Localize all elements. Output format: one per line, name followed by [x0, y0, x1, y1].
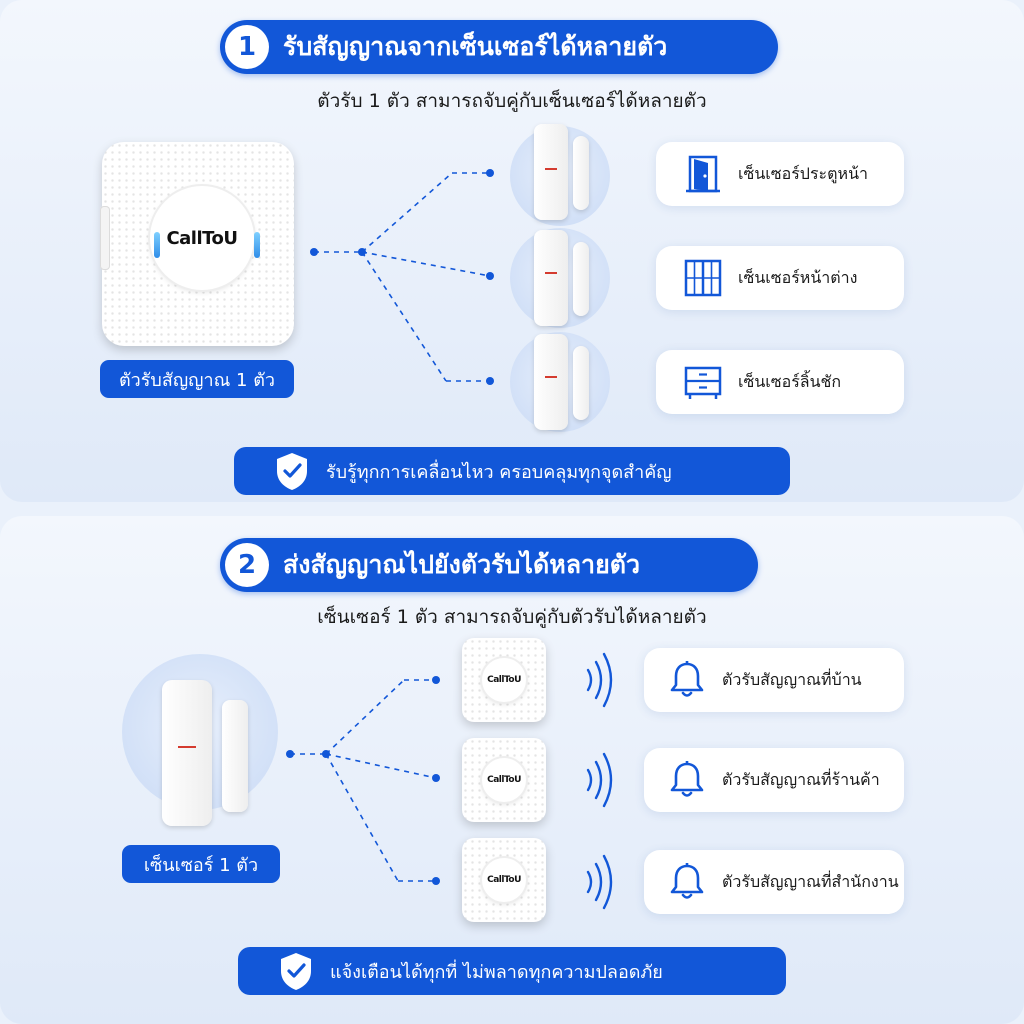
sensor-magnet-1c	[573, 346, 589, 420]
card-label: ตัวรับสัญญาณที่ร้านค้า	[722, 769, 880, 789]
receiver-home-device: CallToU	[462, 638, 546, 722]
drawer-icon	[684, 366, 722, 399]
shield-check-icon	[281, 953, 311, 990]
connector-lines-2	[286, 652, 613, 910]
sensor-device-1a	[534, 124, 568, 220]
card-label: ตัวรับสัญญาณที่สำนักงาน	[722, 871, 899, 891]
bell-icon	[670, 761, 704, 797]
section-1-subtitle: ตัวรับ 1 ตัว สามารถจับคู่กับเซ็นเซอร์ได้…	[317, 90, 707, 112]
sensor-magnet-1b	[573, 242, 589, 316]
section-1-banner: รับรู้ทุกการเคลื่อนไหว ครอบคลุมทุกจุดสำค…	[234, 447, 790, 495]
door-icon	[686, 155, 720, 193]
window-icon	[684, 259, 722, 297]
card-front-door-sensor: เซ็นเซอร์ประตูหน้า	[656, 142, 904, 206]
sensor-led	[178, 746, 196, 748]
receiver-disc: CallToU	[150, 186, 254, 290]
card-office-receiver: ตัวรับสัญญาณที่สำนักงาน	[644, 850, 904, 914]
section-1-title-text: รับสัญญาณจากเซ็นเซอร์ได้หลายตัว	[283, 32, 668, 61]
signal-wave-icon	[586, 652, 613, 910]
card-drawer-sensor: เซ็นเซอร์ลิ้นชัก	[656, 350, 904, 414]
sensor-led-1c	[545, 376, 557, 378]
card-label: ตัวรับสัญญาณที่บ้าน	[722, 669, 862, 689]
receiver-brand: CallToU	[487, 775, 521, 785]
receiver-disc: CallToU	[482, 858, 526, 902]
sensor-magnet	[222, 700, 248, 812]
sensor-device	[162, 680, 212, 826]
receiver-disc: CallToU	[482, 758, 526, 802]
section-2-banner-text: แจ้งเตือนได้ทุกที่ ไม่พลาดทุกความปลอดภัย	[330, 961, 663, 983]
sensor-led-1b	[545, 272, 557, 274]
receiver-side-buttons	[100, 206, 110, 270]
receiver-label: ตัวรับสัญญาณ 1 ตัว	[100, 360, 294, 398]
card-shop-receiver: ตัวรับสัญญาณที่ร้านค้า	[644, 748, 904, 812]
receiver-brand: CallToU	[487, 675, 521, 685]
section-1-banner-text: รับรู้ทุกการเคลื่อนไหว ครอบคลุมทุกจุดสำค…	[326, 461, 672, 483]
sensor-device-1b	[534, 230, 568, 326]
receiver-brand: CallToU	[166, 227, 238, 249]
receiver-brand: CallToU	[487, 875, 521, 885]
receiver-shop-device: CallToU	[462, 738, 546, 822]
card-home-receiver: ตัวรับสัญญาณที่บ้าน	[644, 648, 904, 712]
receiver-office-device: CallToU	[462, 838, 546, 922]
section-2-subtitle: เซ็นเซอร์ 1 ตัว สามารถจับคู่กับตัวรับได้…	[317, 606, 707, 628]
section-1-number: 1	[225, 25, 269, 69]
sensor-led-1a	[545, 168, 557, 170]
sensor-device-1c	[534, 334, 568, 430]
connector-lines-1	[310, 169, 494, 385]
section-2-number: 2	[225, 543, 269, 587]
section-2-banner: แจ้งเตือนได้ทุกที่ ไม่พลาดทุกความปลอดภัย	[238, 947, 786, 995]
section-2-title: 2 ส่งสัญญาณไปยังตัวรับได้หลายตัว	[220, 538, 758, 592]
bell-icon	[670, 863, 704, 899]
receiver-hub: CallToU	[100, 142, 294, 346]
receiver-light-right	[254, 232, 260, 258]
bell-icon	[670, 661, 704, 697]
receiver-light-left	[154, 232, 160, 258]
section-2-title-text: ส่งสัญญาณไปยังตัวรับได้หลายตัว	[283, 550, 640, 579]
card-label: เซ็นเซอร์หน้าต่าง	[738, 267, 858, 287]
card-label: เซ็นเซอร์ประตูหน้า	[738, 163, 868, 183]
sensor-label: เซ็นเซอร์ 1 ตัว	[122, 845, 280, 883]
card-label: เซ็นเซอร์ลิ้นชัก	[738, 371, 842, 391]
shield-check-icon	[277, 453, 307, 490]
receiver-disc: CallToU	[482, 658, 526, 702]
section-1-title: 1 รับสัญญาณจากเซ็นเซอร์ได้หลายตัว	[220, 20, 778, 74]
sensor-magnet-1a	[573, 136, 589, 210]
card-window-sensor: เซ็นเซอร์หน้าต่าง	[656, 246, 904, 310]
